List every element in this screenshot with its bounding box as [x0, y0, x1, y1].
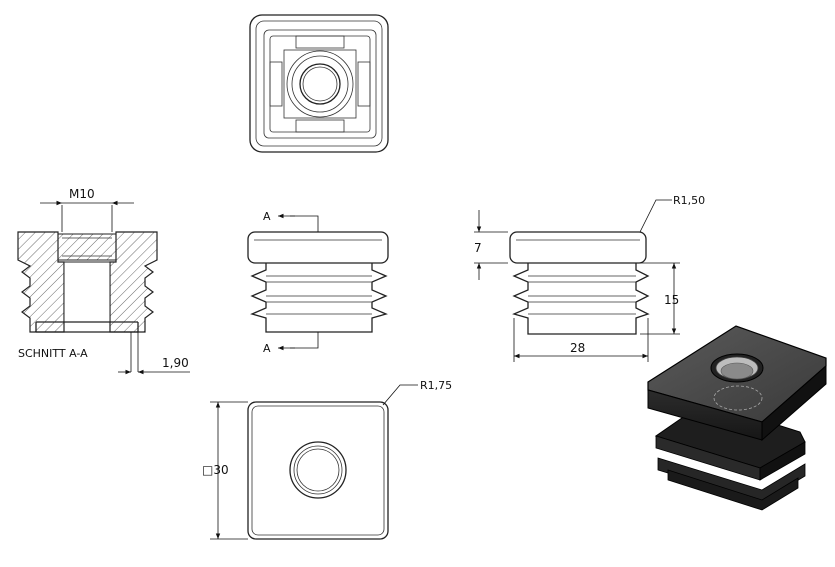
view-isometric — [647, 325, 827, 511]
fin-height-dimension: 15 — [664, 293, 679, 307]
section-marker-top: A — [263, 210, 271, 223]
radius-head-dimension: R1,50 — [673, 194, 705, 207]
section-label: SCHNITT A-A — [18, 347, 88, 360]
view-top — [249, 14, 389, 153]
view-section: M10 1,90 SCHNITT A-A — [17, 187, 190, 375]
section-marker-bottom: A — [263, 342, 271, 355]
section-left-wall — [17, 231, 65, 333]
view-front: A A — [247, 210, 389, 355]
radius-corner-dimension: R1,75 — [420, 379, 452, 392]
view-side: 7 15 28 R1,50 — [474, 194, 705, 362]
square-size-dimension: □30 — [202, 463, 229, 477]
fin-width-dimension: 28 — [570, 341, 585, 355]
thread-dimension: M10 — [69, 187, 95, 201]
section-right-wall — [109, 231, 158, 333]
wall-thickness-dimension: 1,90 — [162, 356, 189, 370]
view-bottom: □30 R1,75 — [202, 379, 452, 540]
head-height-dimension: 7 — [474, 241, 482, 255]
